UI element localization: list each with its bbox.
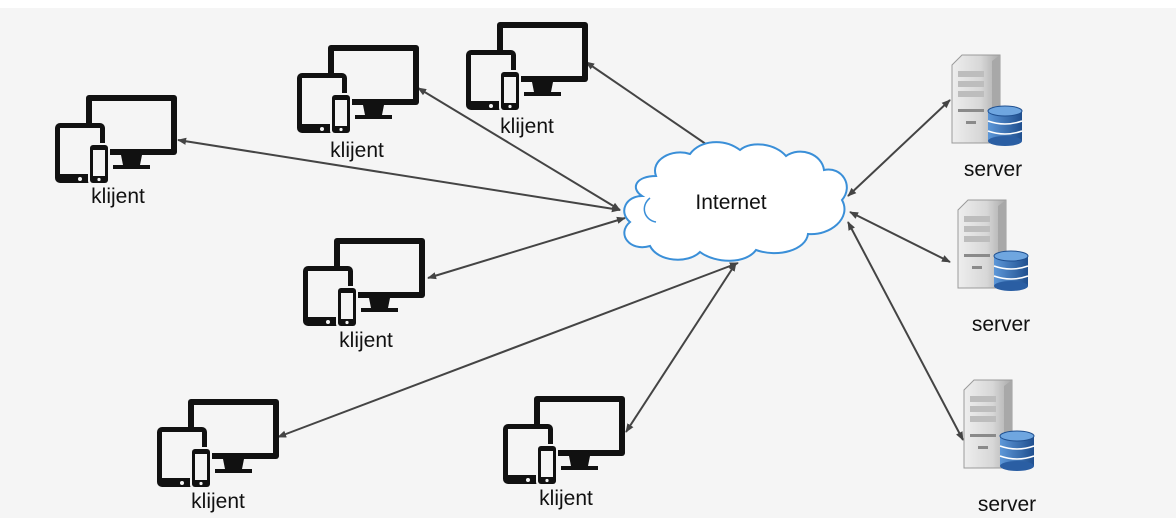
server-connections	[847, 99, 964, 441]
connector-client-6	[625, 262, 737, 433]
internet-label: Internet	[695, 191, 767, 214]
client-label: klijent	[330, 139, 384, 162]
client-label: klijent	[91, 185, 145, 208]
connector-client-2	[417, 87, 621, 211]
top-edge	[0, 0, 1176, 8]
client-label: klijent	[539, 487, 593, 510]
devices-icon	[503, 396, 625, 486]
server-icon	[957, 199, 1029, 292]
client-label: klijent	[500, 115, 554, 138]
cloud-icon	[623, 141, 848, 262]
client-label: klijent	[339, 329, 393, 352]
devices-icon	[157, 399, 279, 489]
connector-client-1	[177, 137, 621, 213]
devices-icon	[303, 238, 425, 328]
connector-client-4	[427, 216, 626, 280]
client-label: klijent	[191, 490, 245, 513]
server-label: server	[971, 313, 1031, 336]
server-label: server	[977, 493, 1037, 516]
devices-icon	[297, 45, 419, 135]
server-icon	[963, 379, 1035, 472]
server-icon	[951, 54, 1023, 147]
devices-icon	[55, 95, 177, 185]
server-label: server	[963, 158, 1023, 181]
connector-server-3	[847, 221, 964, 441]
connector-server-1	[847, 99, 951, 197]
devices-icon	[466, 22, 588, 112]
